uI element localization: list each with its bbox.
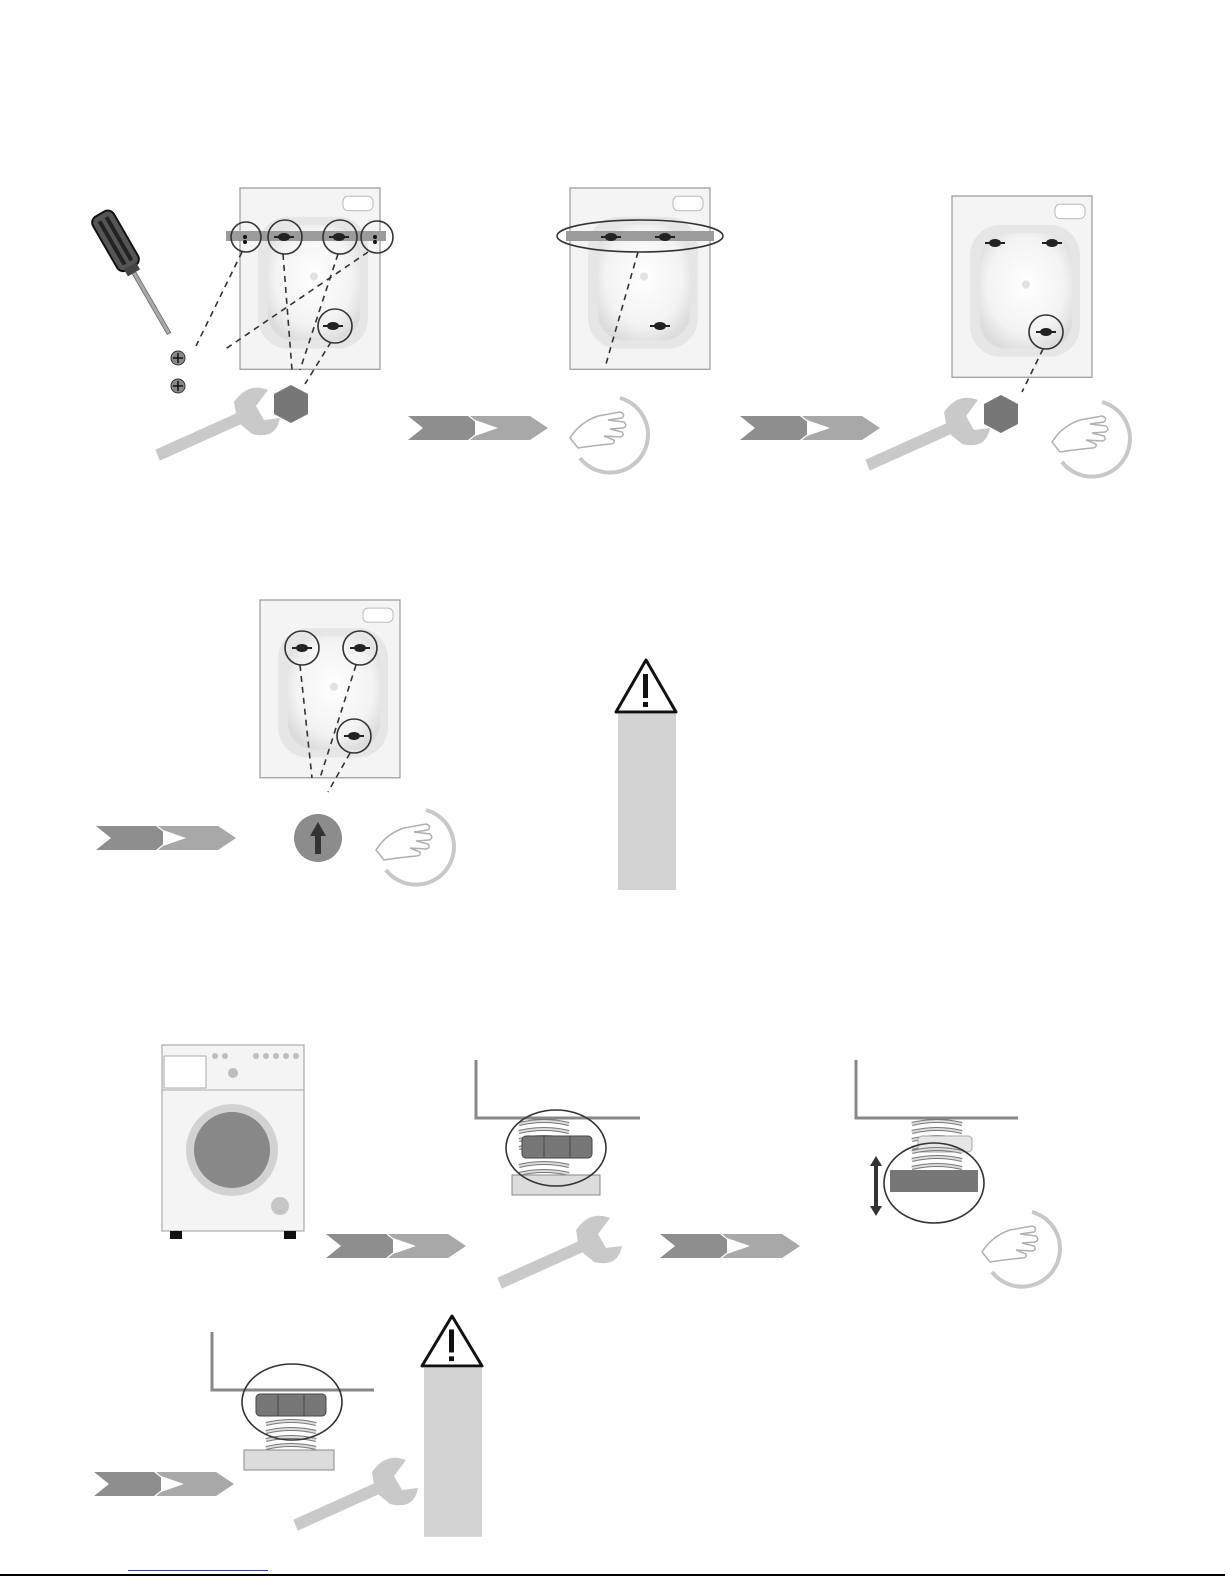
plug-cap-icon xyxy=(294,814,342,862)
hand-icon xyxy=(1052,402,1130,477)
warning-icon xyxy=(422,1316,482,1537)
back-panel-step-3 xyxy=(952,196,1092,392)
arrow-right-icon xyxy=(326,1234,466,1258)
washing-machine xyxy=(162,1045,304,1239)
foot-detail-1 xyxy=(476,1060,640,1195)
arrow-right-icon xyxy=(94,1472,234,1496)
screw-icon xyxy=(171,351,185,393)
footer-rule xyxy=(0,1574,1225,1576)
back-panel-step-4 xyxy=(260,600,400,792)
hand-icon xyxy=(376,810,454,885)
arrow-right-icon xyxy=(408,416,548,440)
back-panel-step-1 xyxy=(196,188,393,384)
hand-icon xyxy=(570,398,648,473)
footer-link-underline xyxy=(128,1570,268,1571)
screwdriver-icon xyxy=(90,208,180,340)
wrench-icon xyxy=(498,1216,622,1288)
hex-nut-icon xyxy=(984,395,1018,433)
hand-icon xyxy=(982,1212,1060,1287)
warning-icon xyxy=(616,660,676,890)
arrow-right-icon xyxy=(96,826,236,850)
wrench-icon xyxy=(156,388,280,460)
arrow-right-icon xyxy=(740,416,880,440)
foot-detail-2 xyxy=(856,1060,1018,1223)
hex-nut-icon xyxy=(274,385,308,423)
wrench-icon xyxy=(866,398,990,470)
back-panel-step-2 xyxy=(557,188,723,369)
arrow-right-icon xyxy=(660,1234,800,1258)
foot-detail-3 xyxy=(212,1332,374,1470)
